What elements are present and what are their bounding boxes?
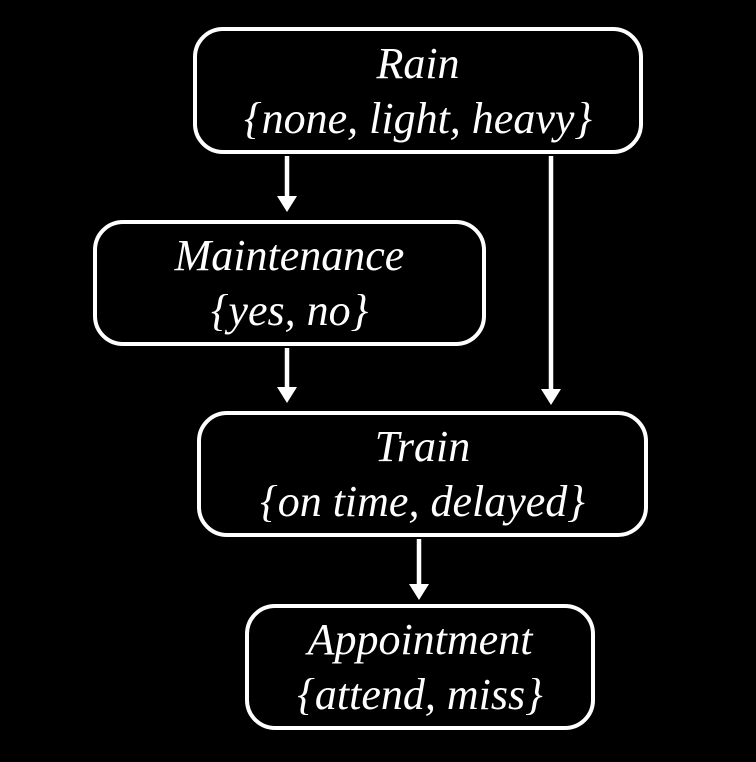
node-train: Train {on time, delayed} — [197, 411, 648, 537]
node-rain-label: Rain — [376, 38, 460, 88]
edge-train-to-appointment-arrow — [409, 539, 429, 600]
node-appointment: Appointment {attend, miss} — [245, 604, 595, 730]
node-rain-domain: {none, light, heavy} — [244, 93, 592, 143]
node-maintenance: Maintenance {yes, no} — [93, 220, 486, 346]
node-appointment-domain: {attend, miss} — [297, 670, 543, 719]
node-maintenance-domain: {yes, no} — [210, 286, 369, 335]
edge-maintenance-to-train-arrow — [277, 348, 297, 403]
edge-rain-to-train-arrow — [541, 156, 561, 405]
edge-rain-to-maintenance-arrow — [277, 156, 297, 212]
node-rain: Rain {none, light, heavy} — [193, 27, 643, 154]
node-maintenance-label: Maintenance — [174, 231, 405, 280]
node-train-domain: {on time, delayed} — [260, 477, 585, 526]
node-appointment-label: Appointment — [307, 615, 533, 664]
node-train-label: Train — [374, 422, 471, 471]
